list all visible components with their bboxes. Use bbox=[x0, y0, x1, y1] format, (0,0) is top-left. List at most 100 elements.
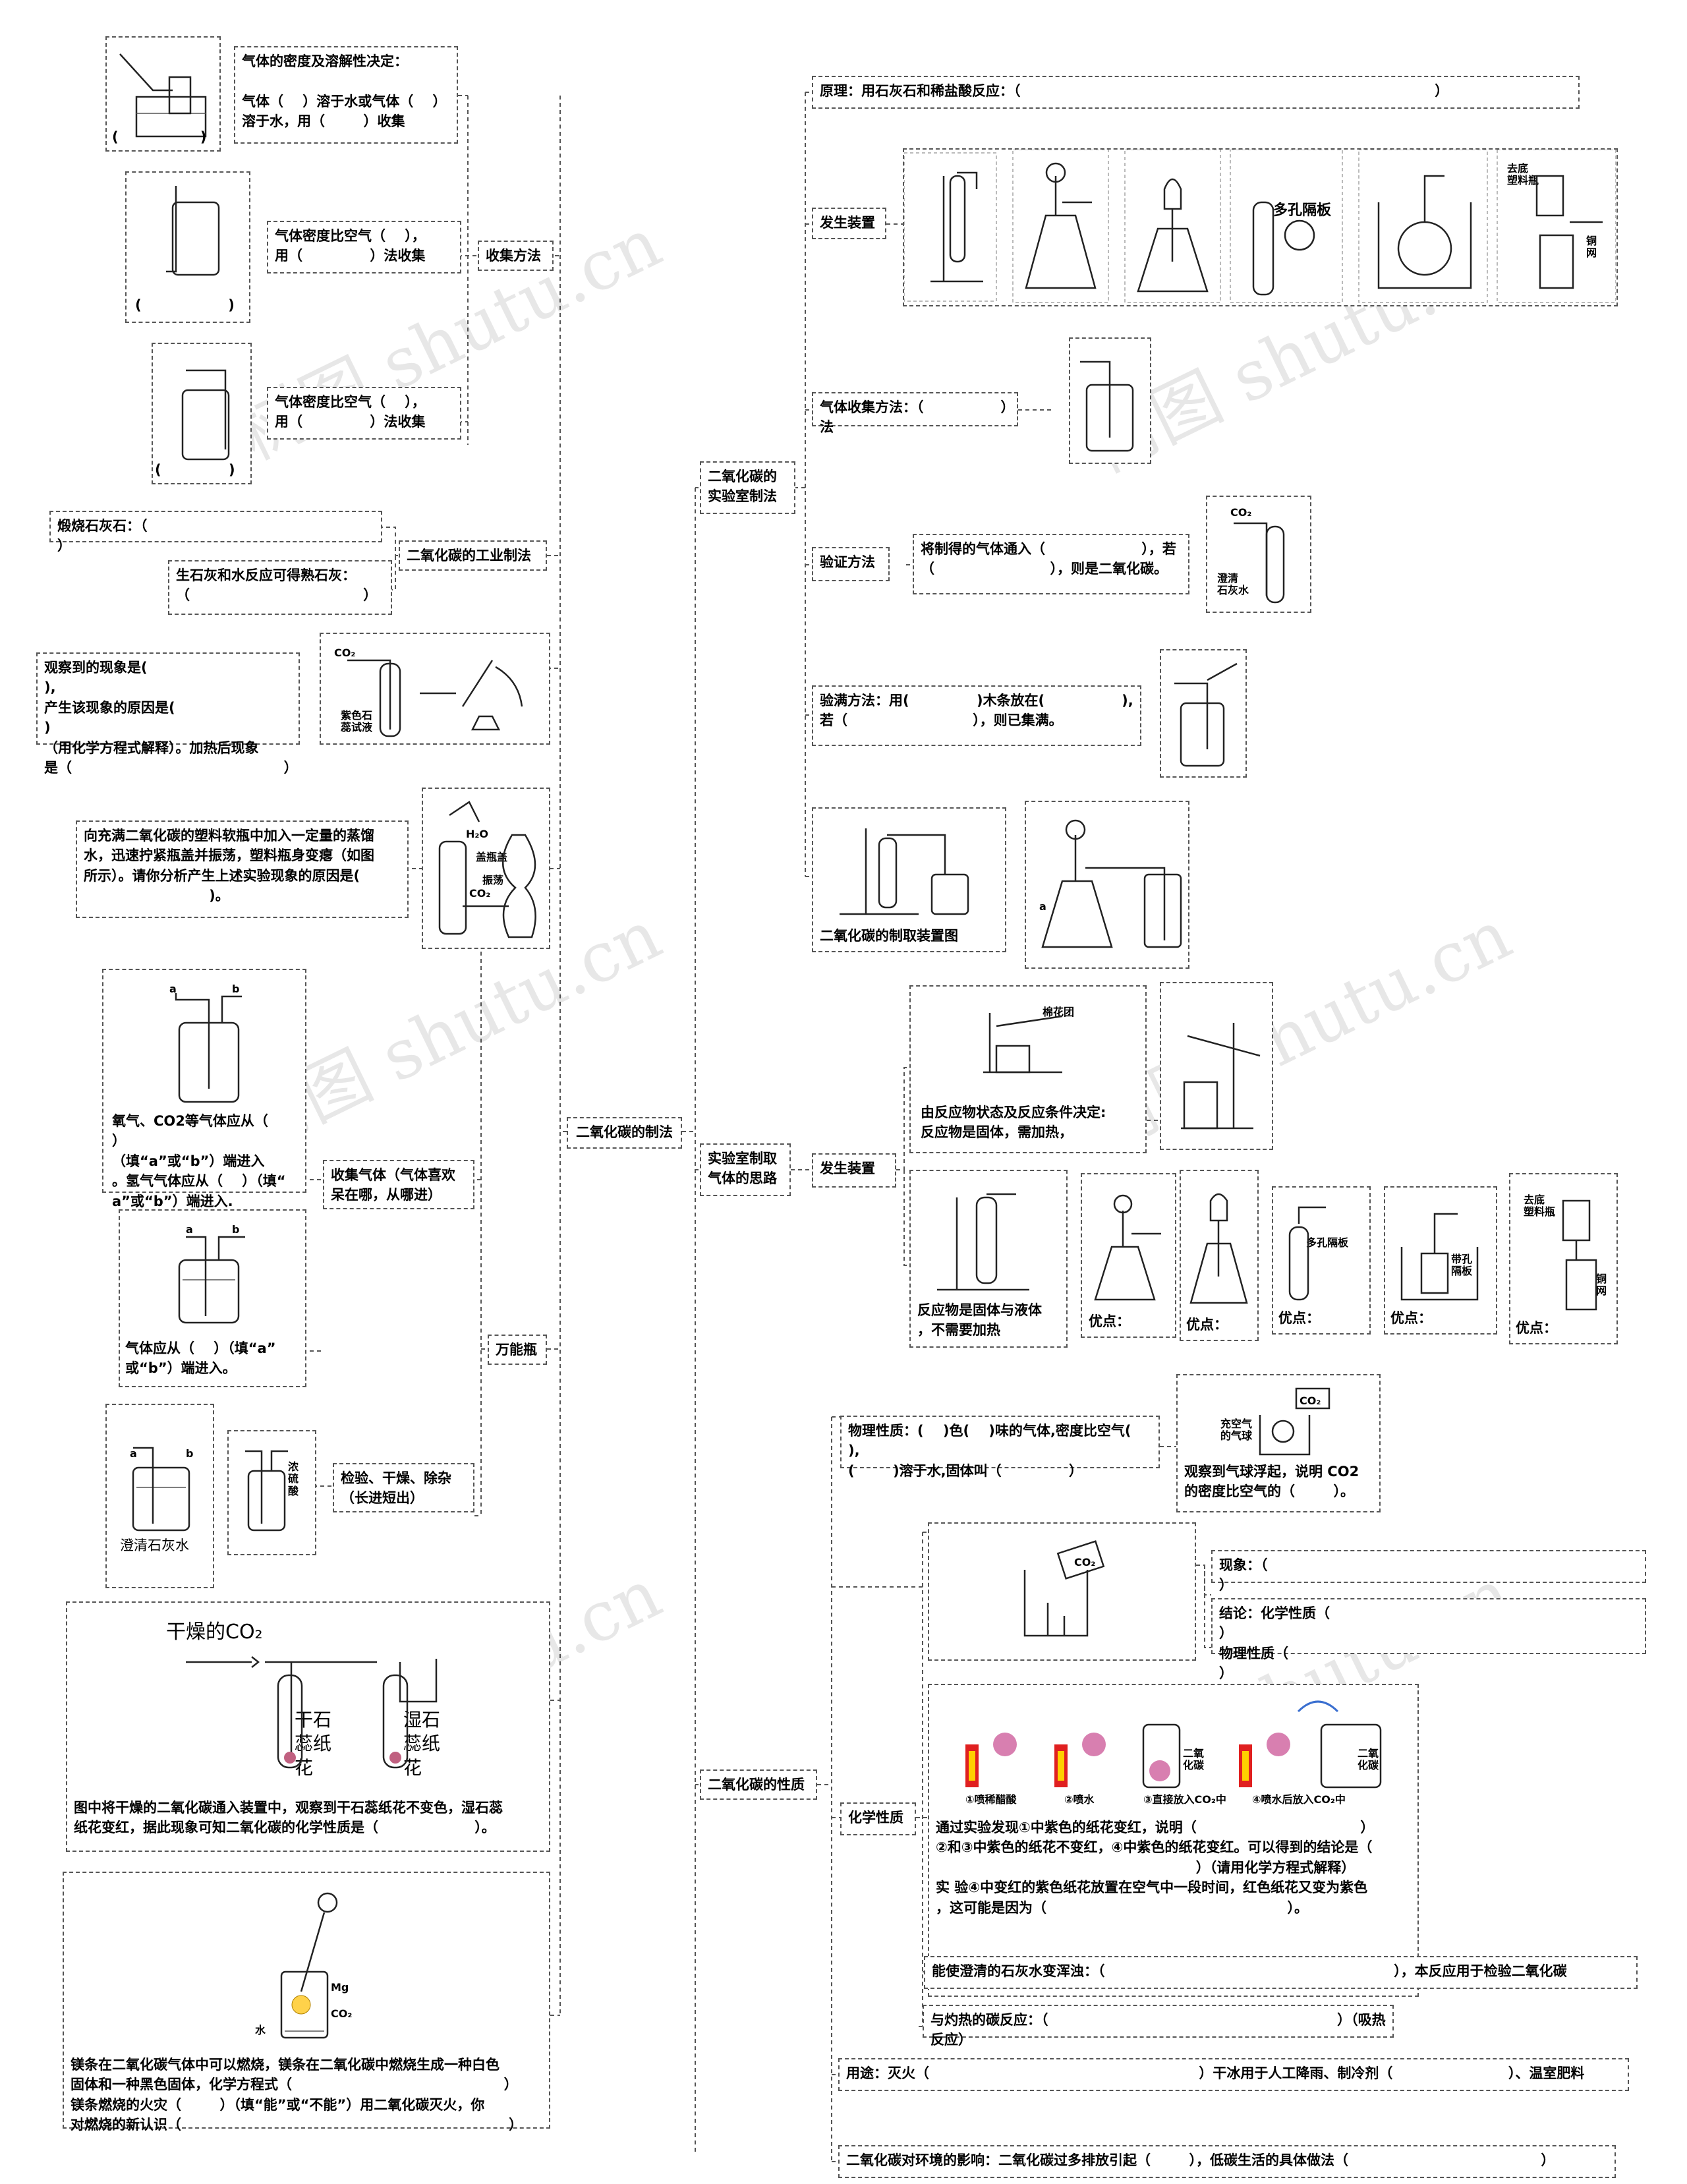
candle-image: CO₂ bbox=[928, 1522, 1196, 1661]
bottle-shake-label: 振荡 bbox=[482, 874, 504, 886]
collect-image-1 bbox=[105, 36, 221, 152]
plastic-label: 去底 塑料瓶 bbox=[1507, 162, 1539, 187]
flower-label-4: ④喷水后放入CO₂中 bbox=[1252, 1793, 1346, 1806]
adv-plastic-label: 去底 塑料瓶 bbox=[1524, 1193, 1556, 1219]
verify-lime-label: 澄清 石灰水 bbox=[1217, 572, 1249, 597]
limewater-reaction: 能使澄清的石灰水变浑浊：（ ），本反应用于检验二氧化碳 bbox=[924, 1956, 1638, 1989]
wet-flower-label: 湿石 蕊纸 花 bbox=[403, 1709, 441, 1779]
adv-image-2: 优点： bbox=[1180, 1170, 1259, 1341]
setup-a-label: a bbox=[1039, 900, 1046, 913]
wanneng-image-4: 浓 硫 酸 bbox=[227, 1430, 316, 1555]
wanneng-title[interactable]: 万能瓶 bbox=[488, 1335, 547, 1365]
solid-heat-text: 由反应物状态及反应条件决定: 反应物是固体，需加热， bbox=[921, 1105, 1106, 1141]
adv-label-1: 优点： bbox=[1089, 1313, 1130, 1329]
solid-liquid-text: 反应物是固体与液体 ，不需要加热 bbox=[917, 1302, 1042, 1338]
wanneng-text-2: 气体应从（ ）（填“a” 或“b”）端进入。 bbox=[125, 1340, 276, 1377]
collect-caption-1: ( ) bbox=[112, 129, 207, 145]
collect-text-3: 气体密度比空气（ ）， 用（ ）法收集 bbox=[267, 387, 461, 440]
bottle-question: 向充满二氧化碳的塑料软瓶中加入一定量的蒸馏 水，迅速拧紧瓶盖并振荡，塑料瓶身变瘪… bbox=[76, 820, 409, 918]
properties-title[interactable]: 二氧化碳的性质 bbox=[700, 1769, 817, 1800]
thinking-generator[interactable]: 发生装置 bbox=[812, 1153, 896, 1188]
copper-label: 铜 网 bbox=[1586, 235, 1597, 260]
wanneng-image-1: a b bbox=[102, 969, 306, 1193]
lime-water-label: 澄清石灰水 bbox=[120, 1537, 189, 1553]
center-topic[interactable]: 二氧化碳的制法 bbox=[567, 1117, 682, 1149]
setup-diagram-1: 二氧化碳的制取装置图 bbox=[812, 807, 1006, 952]
litmus-flower-box: 干燥的CO₂ 干石 蕊纸 花 湿石 蕊纸 花 图中将干燥的二氧化碳通入装置中，观… bbox=[66, 1601, 550, 1852]
air-balloon-label: 充空气 的气球 bbox=[1220, 1418, 1253, 1443]
mg-label: Mg bbox=[331, 1981, 349, 1994]
solid-heat-image bbox=[1160, 982, 1273, 1150]
verify-text: 将制得的气体通入（ ），若 （ ），则是二氧化碳。 bbox=[913, 534, 1189, 594]
flower-label-1: ①喷稀醋酸 bbox=[965, 1793, 1017, 1806]
collect-caption-2: ( ) bbox=[135, 297, 235, 313]
setup-diagram-2: a bbox=[1025, 801, 1189, 969]
candle-conclusion: 结论：化学性质（ ） 物理性质（ ） bbox=[1211, 1598, 1646, 1681]
bottle-cap-label: 盖瓶盖 bbox=[476, 851, 508, 863]
adv-label-5: 优点： bbox=[1516, 1320, 1557, 1336]
verify-co2-label: CO₂ bbox=[1230, 506, 1252, 519]
collect-image-3 bbox=[152, 343, 252, 484]
collect-text-2: 气体密度比空气（ ）， 用（ ）法收集 bbox=[267, 221, 461, 273]
co2-bottle-label-2: 二氧 化碳 bbox=[1358, 1747, 1379, 1772]
adv-baffle-label: 带孔 隔板 bbox=[1451, 1253, 1473, 1278]
litmus-co2-label: CO₂ bbox=[334, 647, 356, 659]
wanneng-a-label: a bbox=[169, 983, 177, 995]
adv-image-4: 带孔 隔板 优点： bbox=[1384, 1186, 1497, 1335]
collect-title[interactable]: 收集方法 bbox=[478, 241, 554, 271]
bottle-h2o-label: H₂O bbox=[466, 828, 488, 840]
bottle-image: H₂O 盖瓶盖 振荡 CO₂ bbox=[422, 788, 550, 949]
adv-label-3: 优点： bbox=[1278, 1310, 1320, 1326]
collect-method-image bbox=[1069, 337, 1151, 464]
cotton-label: 棉花团 bbox=[1043, 1006, 1075, 1018]
solid-liquid-box: 反应物是固体与液体 ，不需要加热 bbox=[909, 1170, 1068, 1348]
wanneng-image-2: a b bbox=[119, 1209, 306, 1387]
chem-title[interactable]: 化学性质 bbox=[840, 1802, 916, 1835]
wanneng-b-label: b bbox=[232, 983, 240, 995]
mg-text: 镁条在二氧化碳气体中可以燃烧，镁条在二氧化碳中燃烧生成一种白色 固体和一种黑色固… bbox=[71, 2057, 523, 2133]
wanneng-text-3: 检验、干燥、除杂 （长进短出） bbox=[333, 1463, 474, 1512]
mg-water-label: 水 bbox=[255, 2024, 266, 2036]
balloon-co2-label: CO₂ bbox=[1300, 1394, 1321, 1407]
generator-images: 多孔隔板 去底 塑料瓶 铜 网 bbox=[903, 148, 1618, 306]
bottle-co2-label: CO₂ bbox=[469, 887, 491, 900]
adv-image-3: 多孔隔板 优点： bbox=[1272, 1186, 1371, 1335]
solid-heat-box: 棉花团 由反应物状态及反应条件决定: 反应物是固体，需加热， bbox=[909, 985, 1147, 1153]
adv-image-5: 去底 塑料瓶 铜 网 优点： bbox=[1509, 1173, 1618, 1344]
flower-label-2: ②喷水 bbox=[1064, 1793, 1095, 1806]
porous-label: 多孔隔板 bbox=[1273, 202, 1332, 219]
dry-flower-label: 干石 蕊纸 花 bbox=[295, 1709, 332, 1779]
collect-method: 气体收集方法：（ ）法 bbox=[812, 392, 1018, 435]
industrial-limestone: 煅烧石灰石：（ ） bbox=[49, 511, 382, 554]
litmus-question: 观察到的现象是( ), 产生该现象的原因是( ) （用化学方程式解释）。加热后现… bbox=[36, 652, 300, 776]
chem-box: ①喷稀醋酸 ②喷水 ③直接放入CO₂中 ④喷水后放入CO₂中 二氧 化碳 二氧 … bbox=[928, 1684, 1419, 1997]
mg-box: Mg CO₂ 水 镁条在二氧化碳气体中可以燃烧，镁条在二氧化碳中燃烧生成一种白色… bbox=[63, 1872, 550, 2133]
verify-image: CO₂ 澄清 石灰水 bbox=[1206, 496, 1311, 613]
wanneng-image-3: a b 澄清石灰水 bbox=[105, 1404, 214, 1588]
wanneng-b-label-2: b bbox=[232, 1223, 240, 1236]
candle-phenomenon: 现象：（ ） bbox=[1211, 1550, 1646, 1593]
mg-co2-label: CO₂ bbox=[331, 2007, 353, 2020]
adv-label-2: 优点： bbox=[1186, 1317, 1228, 1333]
verify-title[interactable]: 验证方法 bbox=[812, 547, 890, 581]
dry-co2-label: 干燥的CO₂ bbox=[166, 1621, 263, 1644]
setup-diagram-caption: 二氧化碳的制取装置图 bbox=[820, 928, 958, 944]
adv-image-1: 优点： bbox=[1081, 1173, 1176, 1338]
adv-label-4: 优点： bbox=[1390, 1310, 1432, 1326]
thinking-title[interactable]: 实验室制取 气体的思路 bbox=[700, 1143, 791, 1196]
principle: 原理：用石灰石和稀盐酸反应：（ ） bbox=[812, 76, 1580, 109]
generator-title[interactable]: 发生装置 bbox=[812, 208, 886, 239]
co2-bottle-label: 二氧 化碳 bbox=[1183, 1747, 1205, 1772]
litmus-image: CO₂ 紫色石 蕊试液 bbox=[320, 633, 550, 745]
adv-porous-label: 多孔隔板 bbox=[1306, 1236, 1349, 1249]
industrial-title[interactable]: 二氧化碳的工业制法 bbox=[399, 540, 547, 571]
full-check: 验满方法：用( )木条放在( ), 若（ ），则已集满。 bbox=[812, 685, 1141, 746]
collect-caption-3: ( ) bbox=[155, 462, 235, 478]
wanneng-collect-title: 收集气体（气体喜欢 呆在哪，从哪进） bbox=[323, 1160, 474, 1209]
industrial-quicklime: 生石灰和水反应可得熟石灰： （ ） bbox=[168, 560, 392, 615]
candle-co2-label: CO₂ bbox=[1074, 1556, 1096, 1568]
environment: 二氧化碳对环境的影响：二氧化碳过多排放引起（ ），低碳生活的具体做法（ ） bbox=[838, 2145, 1616, 2178]
collect-image-2 bbox=[125, 171, 250, 323]
lab-prep-title[interactable]: 二氧化碳的 实验室制法 bbox=[700, 461, 795, 514]
